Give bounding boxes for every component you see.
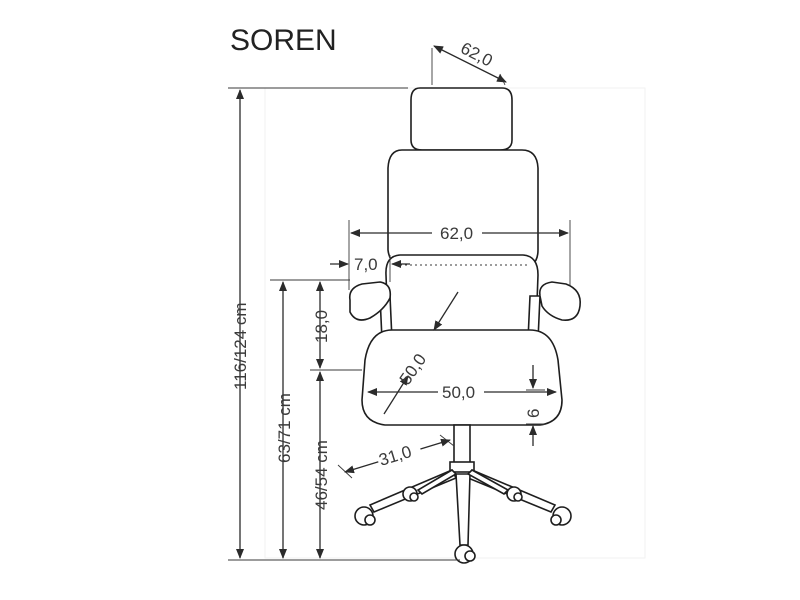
dim-base-radius: 31,0 xyxy=(337,434,455,479)
seat-cushion xyxy=(361,329,563,426)
headrest xyxy=(410,87,513,151)
chair-figure xyxy=(348,87,582,564)
dim-back-lower: 18,0 xyxy=(310,279,362,371)
caster-back-left xyxy=(402,486,419,502)
armrest-right xyxy=(538,281,582,322)
base-leg-back-right xyxy=(466,469,510,495)
dim-armrest-offset-label: 7,0 xyxy=(354,255,378,274)
dim-armrest-span: 62,0 xyxy=(348,220,571,290)
gas-lift xyxy=(453,424,471,466)
dim-armrest-height-label: 63/71 cm xyxy=(275,393,294,463)
dim-total-height-label: 116/124 cm xyxy=(231,302,250,390)
dim-seat-width-label: 50,0 xyxy=(442,383,475,402)
dim-armrest-offset: 7,0 xyxy=(330,255,410,282)
base-leg-front xyxy=(455,473,471,546)
dim-head-width-label: 62,0 xyxy=(458,38,496,70)
lower-backrest xyxy=(385,254,539,343)
dim-headrest-width: 62,0 xyxy=(431,38,507,86)
dim-seat-thickness: 6 xyxy=(524,365,545,446)
caster-left xyxy=(354,506,376,526)
dim-total-height: 116/124 cm xyxy=(228,87,460,561)
dim-armrest-span-label: 62,0 xyxy=(440,224,473,243)
caster-back-right xyxy=(506,486,523,502)
product-title: SOREN xyxy=(230,24,337,57)
dim-seat-height-label: 46/54 cm xyxy=(312,440,331,510)
dim-seat-thickness-label: 6 xyxy=(524,409,543,418)
dim-armrest-height: 63/71 cm xyxy=(270,279,350,559)
base-leg-back-left xyxy=(416,468,458,496)
caster-front xyxy=(454,544,476,564)
armrest-left xyxy=(348,281,392,321)
caster-right xyxy=(550,506,572,526)
dim-seat-width: 50,0 xyxy=(367,381,557,402)
dim-seat-height: 46/54 cm xyxy=(312,371,331,559)
dim-back-lower-label: 18,0 xyxy=(312,310,331,343)
upper-backrest xyxy=(387,149,539,269)
